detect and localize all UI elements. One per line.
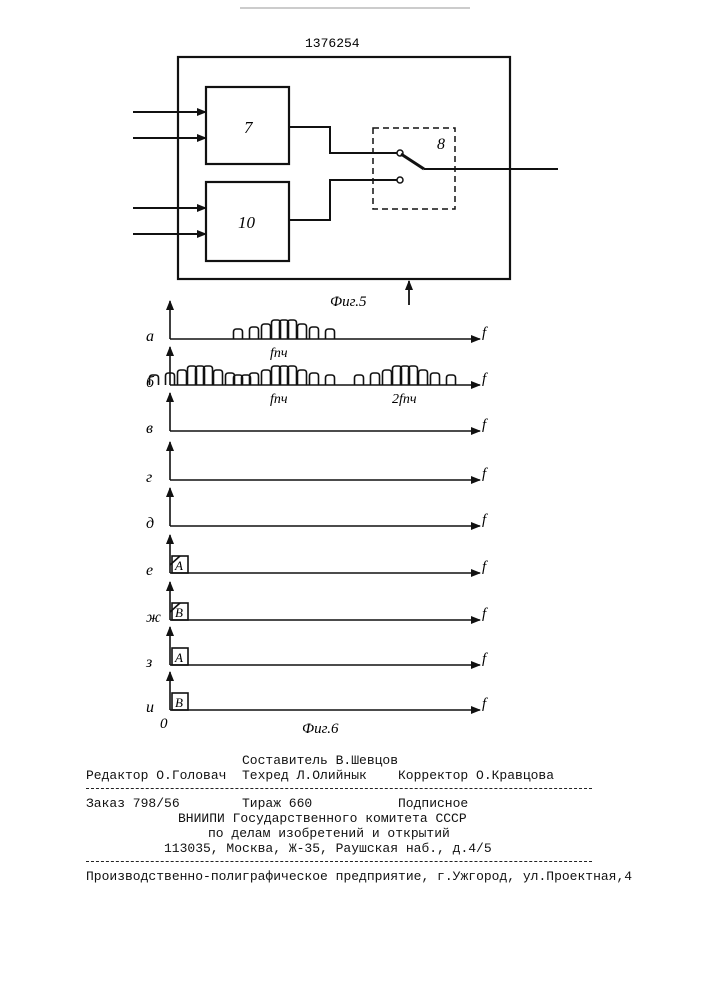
spectrum-lobe-r1-1-8 <box>326 375 335 385</box>
fig6-mark-0-0: fпч <box>270 346 288 361</box>
fig6-f-label-8: f <box>482 696 488 712</box>
fig6-mark-1-0: fпч <box>270 392 288 407</box>
spectrum-lobe-r1-2-2 <box>383 370 392 385</box>
spectrum-lobe-r0-1-7 <box>310 327 319 339</box>
spectrum-lobe-r1-1-6 <box>298 370 307 385</box>
fig6-box-label-5: A <box>174 558 183 573</box>
fig6-row-label-2: в <box>146 420 153 437</box>
fig6-row-label-6: ж <box>146 609 161 626</box>
fig6-f-label-4: f <box>482 512 488 528</box>
switch-8-label: 8 <box>437 136 445 153</box>
block-7-label: 7 <box>244 118 254 137</box>
fig5-block-diagram: 7 10 8 Фиг.5 <box>133 57 558 310</box>
fig6-f-label-2: f <box>482 417 488 433</box>
fig6-f-label-3: f <box>482 466 488 482</box>
fig5-caption: Фиг.5 <box>330 294 367 310</box>
block-10-label: 10 <box>238 213 256 232</box>
fig6-origin-label: 0 <box>160 716 168 732</box>
switch-contact-2 <box>397 177 403 183</box>
fig6-row-label-4: д <box>146 515 154 532</box>
imprint-committee: по делам изобретений и открытий <box>208 826 450 841</box>
fig6-row-label-5: е <box>146 562 153 579</box>
patent-number: 1376254 <box>305 36 360 51</box>
fig6-box-label-8: B <box>175 695 183 710</box>
imprint-divider-2 <box>86 861 592 862</box>
fig6-f-label-0: f <box>482 325 488 341</box>
spectrum-lobe-r0-1-8 <box>326 329 335 339</box>
spectrum-lobe-r0-1-2 <box>262 324 271 339</box>
spectrum-lobe-r0-1-0 <box>234 329 243 339</box>
fig6-row-label-7: з <box>145 654 152 671</box>
spectrum-lobe-r0-1-6 <box>298 324 307 339</box>
imprint-printer: Производственно-полиграфическое предприя… <box>86 869 632 884</box>
spectrum-lobe-r1-2-0 <box>355 375 364 385</box>
fig6-box-label-6: B <box>175 605 183 620</box>
spectrum-lobe-r1-2-8 <box>447 375 456 385</box>
switch-blade <box>401 154 424 169</box>
imprint-corrector: Корректор О.Кравцова <box>398 768 554 783</box>
imprint-divider-1 <box>86 788 592 789</box>
spectrum-lobe-r1-2-6 <box>419 370 428 385</box>
imprint-circulation: Тираж 660 <box>242 796 312 811</box>
fig6-row-label-0: а <box>146 328 154 345</box>
fig6-f-label-5: f <box>482 559 488 575</box>
imprint-editor: Редактор О.Головач <box>86 768 226 783</box>
wire-7-to-switch <box>289 127 397 153</box>
imprint-address: 113035, Москва, Ж-35, Раушская наб., д.4… <box>164 841 492 856</box>
imprint-institute: ВНИИПИ Государственного комитета СССР <box>178 811 467 826</box>
fig6-f-label-1: f <box>482 371 488 387</box>
spectrum-lobe-r1-0-2 <box>178 370 187 385</box>
fig6-row-label-3: г <box>146 469 152 486</box>
spectrum-lobe-r1-2-7 <box>431 373 440 385</box>
imprint-compiler: Составитель В.Шевцов <box>242 753 398 768</box>
fig6-box-label-7: A <box>174 650 183 665</box>
fig6-caption: Фиг.6 <box>302 721 339 737</box>
fig6-f-label-6: f <box>482 606 488 622</box>
spectrum-lobe-r1-1-2 <box>262 370 271 385</box>
wire-10-to-switch <box>289 180 397 220</box>
spectrum-lobe-r0-1-1 <box>250 327 259 339</box>
spectrum-lobe-r1-0-6 <box>214 370 223 385</box>
figures-canvas: 1376254 7 10 8 Фиг.5 аffпчбffпч2fпчвfгfд… <box>0 0 707 760</box>
fig6-mark-1-1: 2fпч <box>392 392 417 407</box>
spectrum-lobe-r1-1-7 <box>310 373 319 385</box>
fig6-spectra: аffпчбffпч2fпчвfгfдfеfAжfBзfAиfB0Фиг.6 <box>145 301 488 737</box>
fig6-f-label-7: f <box>482 651 488 667</box>
fig6-row-label-8: и <box>146 699 154 716</box>
imprint-subscription: Подписное <box>398 796 468 811</box>
imprint-techred: Техред Л.Олийнык <box>242 768 367 783</box>
imprint-order: Заказ 798/56 <box>86 796 180 811</box>
spectrum-lobe-r1-2-1 <box>371 373 380 385</box>
